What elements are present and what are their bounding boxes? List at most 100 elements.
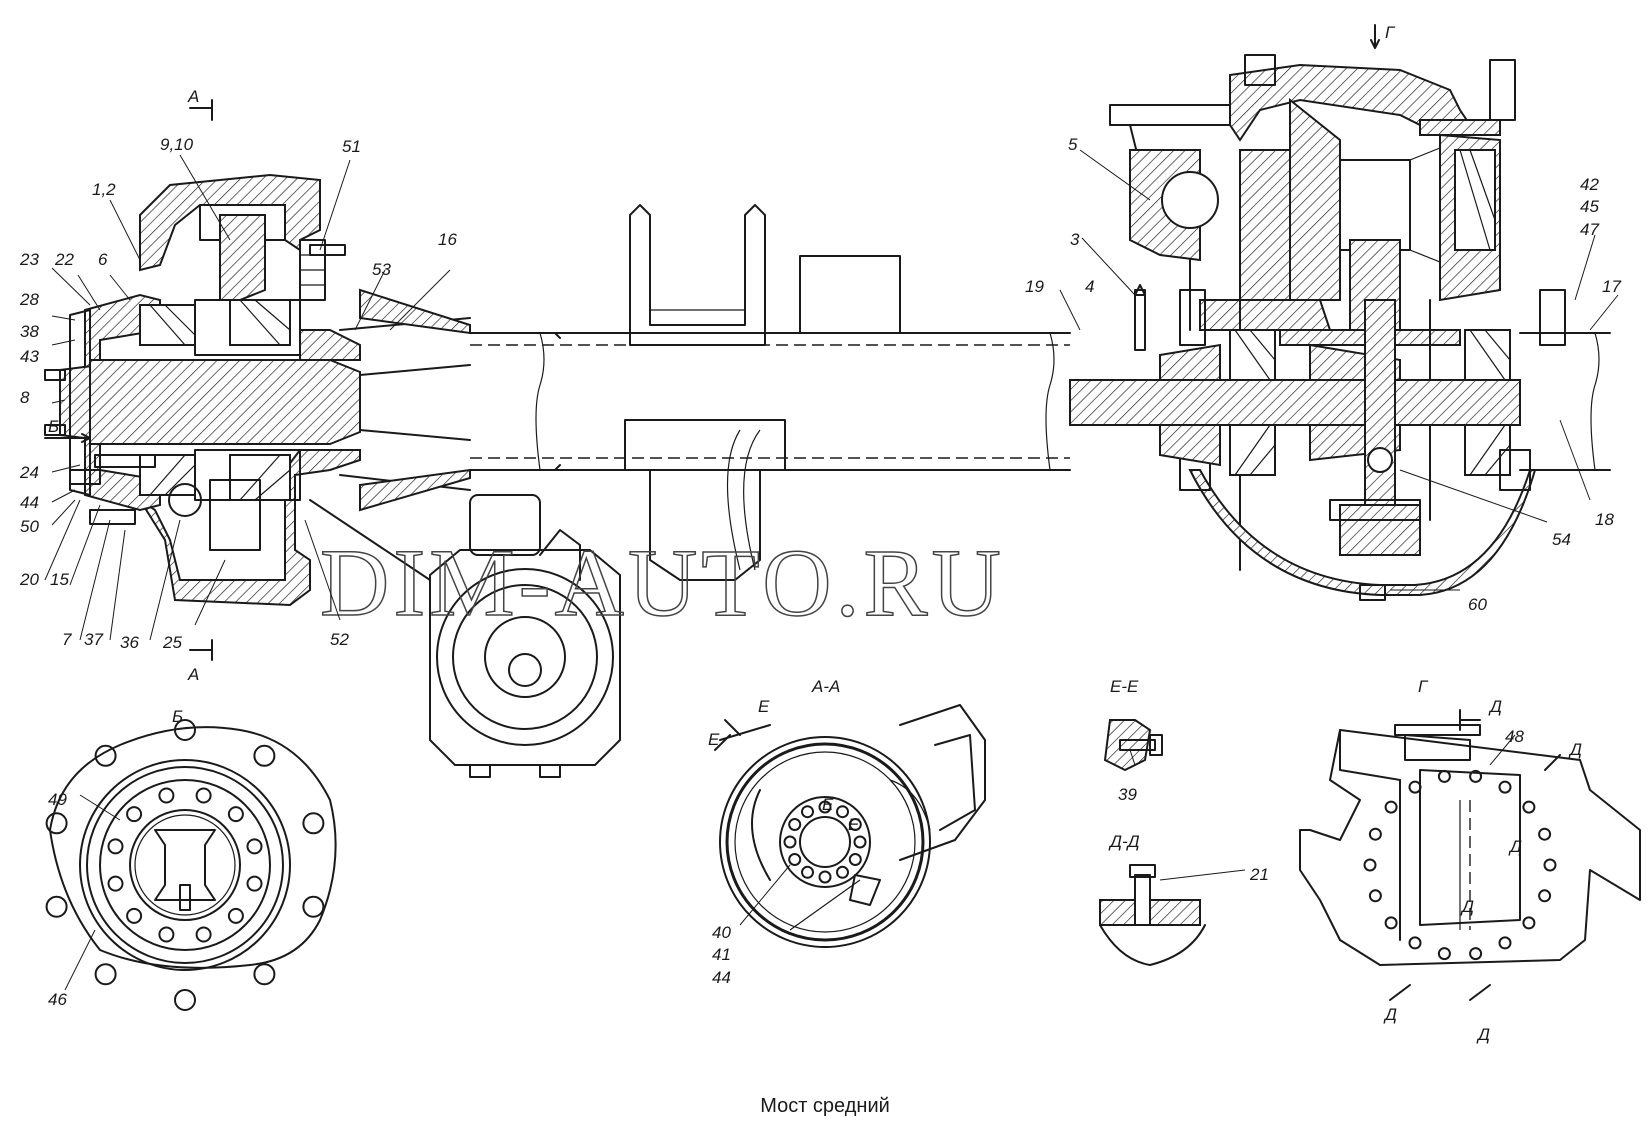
hub-bolt-hole [801, 865, 814, 879]
callout-15: 15 [50, 570, 69, 589]
hub-bolt-hole [836, 805, 849, 819]
section-a-top-label: А [187, 87, 199, 106]
flange-bolt-hole [1437, 947, 1451, 961]
bolt-hole [227, 806, 244, 823]
bolt-hole [126, 806, 143, 823]
drawing-caption: Мост средний [760, 1095, 890, 1117]
hub-bolt-hole [788, 818, 802, 831]
callout-1-2: 1,2 [92, 180, 116, 199]
section-ee-title: Е-Е [1110, 677, 1139, 696]
hub-bolt-hole [818, 800, 832, 814]
bolt-hole [107, 875, 124, 892]
callout-24: 24 [19, 463, 39, 482]
hub-bolt-hole [788, 853, 802, 866]
callout-9-10: 9,10 [160, 135, 194, 154]
flange-bolt-hole [1538, 889, 1552, 903]
outer-bolt-hole [94, 744, 117, 767]
part-callouts: 9,10 51 1,2 23 22 6 28 38 43 8 24 44 50 … [19, 135, 1621, 1009]
view-b-arrow-label: Б [48, 417, 59, 436]
callout-20: 20 [19, 570, 39, 589]
callout-37: 37 [84, 630, 103, 649]
section-a-bottom-label: А [187, 665, 199, 684]
callout-21: 21 [1249, 865, 1269, 884]
bolt-hole [158, 787, 175, 804]
watermark: DIM-AUTO.RU [320, 529, 1005, 636]
callout-45: 45 [1580, 197, 1599, 216]
callout-5: 5 [1068, 135, 1078, 154]
flange-bolt-hole [1498, 936, 1512, 950]
callout-48: 48 [1505, 727, 1524, 746]
flange-bolt-hole [1384, 800, 1398, 814]
outer-bolt-hole [253, 744, 276, 767]
callout-44: 44 [20, 493, 39, 512]
bolt-hole [246, 838, 263, 855]
callout-43: 43 [20, 347, 39, 366]
callout-36: 36 [120, 633, 139, 652]
callout-39: 39 [1118, 785, 1137, 804]
bolt-hole [107, 838, 124, 855]
outer-bolt-hole [253, 963, 276, 986]
view-b-hub-flange [49, 726, 337, 971]
flange-bolt-hole [1498, 780, 1512, 794]
flange-bolt-hole [1522, 916, 1536, 930]
d-mark-1: Д [1488, 697, 1502, 716]
outer-bolt-hole [174, 719, 196, 741]
hub-bolt-hole [853, 835, 867, 849]
callout-49: 49 [48, 790, 67, 809]
hub-bolt-hole [848, 818, 862, 831]
hub-bolt-hole [848, 853, 862, 866]
section-dd-title: Д-Д [1108, 832, 1140, 851]
outer-bolt-hole [45, 812, 68, 835]
callout-50: 50 [20, 517, 39, 536]
section-marks [44, 24, 1561, 1001]
outer-bolt-hole [174, 989, 196, 1011]
e-mark-3: Е [822, 795, 834, 814]
flange-bolt-hole [1368, 889, 1382, 903]
callout-17: 17 [1602, 277, 1621, 296]
section-aa-title: А-А [811, 677, 840, 696]
flange-bolt-hole [1384, 916, 1398, 930]
axle-beam [469, 204, 1071, 581]
outer-bolt-hole [302, 895, 325, 918]
callout-42: 42 [1580, 175, 1599, 194]
callout-44b: 44 [712, 968, 731, 987]
d-mark-6: Д [1476, 1025, 1490, 1044]
callout-54: 54 [1552, 530, 1571, 549]
view-b-bolt-holes [107, 787, 263, 943]
flange-bolt-hole [1469, 769, 1483, 783]
d-mark-4: Д [1460, 897, 1474, 916]
bolt-hole [195, 926, 212, 943]
callout-40: 40 [712, 923, 731, 942]
view-b-title: Б [172, 707, 183, 726]
flange-bolt-hole [1522, 800, 1536, 814]
callout-23: 23 [19, 250, 39, 269]
callout-41: 41 [712, 945, 731, 964]
callout-53: 53 [372, 260, 391, 279]
callout-60: 60 [1468, 595, 1487, 614]
view-g-bolt-ring [1363, 769, 1557, 961]
flange-bolt-hole [1538, 827, 1552, 841]
callout-19: 19 [1025, 277, 1044, 296]
callout-51: 51 [342, 137, 361, 156]
left-hub-assembly [44, 173, 471, 607]
flange-bolt-hole [1469, 947, 1483, 961]
section-dd [1099, 864, 1206, 966]
callout-47: 47 [1580, 220, 1599, 239]
callout-18: 18 [1595, 510, 1614, 529]
bolt-hole [246, 875, 263, 892]
callout-4: 4 [1085, 277, 1094, 296]
flange-bolt-hole [1437, 769, 1451, 783]
bolt-hole [126, 907, 143, 924]
bolt-hole [195, 787, 212, 804]
section-aa-brake [719, 704, 986, 948]
callout-52: 52 [330, 630, 349, 649]
flange-bolt-hole [1363, 858, 1377, 872]
view-b-outer-holes [45, 719, 325, 1011]
d-mark-5: Д [1383, 1005, 1397, 1024]
callout-16: 16 [438, 230, 457, 249]
callout-22: 22 [54, 250, 74, 269]
callout-28: 28 [19, 290, 39, 309]
flange-bolt-hole [1408, 936, 1422, 950]
callout-6: 6 [98, 250, 108, 269]
